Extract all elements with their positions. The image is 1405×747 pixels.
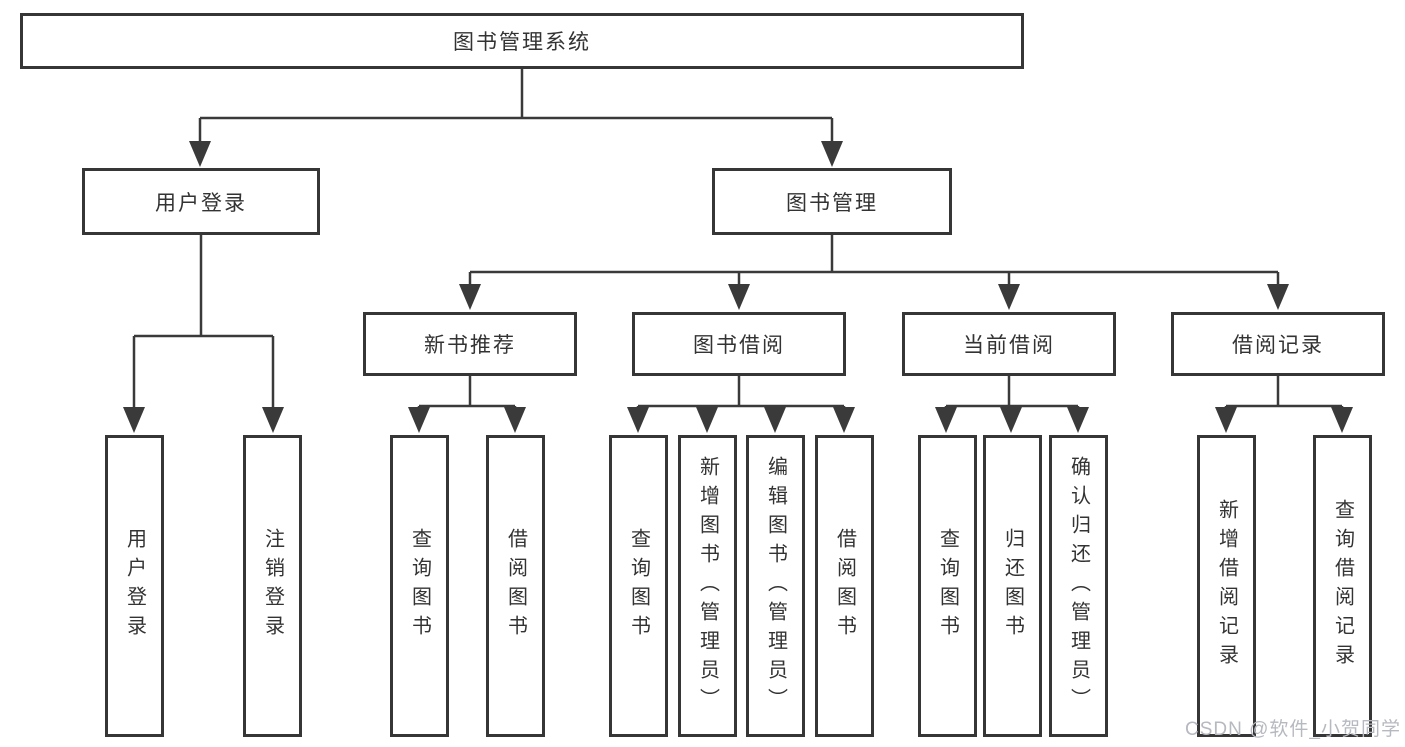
leaf-borrow-books: 借阅图书	[815, 435, 874, 737]
arrow-icon	[1215, 407, 1237, 433]
arrow-icon	[1067, 407, 1089, 433]
csdn-watermark: CSDN @软件_小贺同学	[1185, 719, 1401, 740]
leaf-edit-book-admin: 编辑图书（管理员）	[746, 435, 805, 737]
arrow-icon	[998, 284, 1020, 310]
leaf-return-books: 归还图书	[983, 435, 1042, 737]
arrow-icon	[821, 141, 843, 167]
node-book-borrowing: 图书借阅	[632, 312, 846, 376]
leaf-user-login: 用户登录	[105, 435, 164, 737]
arrow-icon	[504, 407, 526, 433]
arrow-icon	[935, 407, 957, 433]
arrow-icon	[123, 407, 145, 433]
arrow-icon	[627, 407, 649, 433]
leaf-query-books: 查询图书	[609, 435, 668, 737]
leaf-query-books: 查询图书	[390, 435, 449, 737]
arrow-icon	[408, 407, 430, 433]
leaf-query-borrow-record: 查询借阅记录	[1313, 435, 1372, 737]
arrow-icon	[833, 407, 855, 433]
arrow-icon	[1331, 407, 1353, 433]
node-new-book-recommend: 新书推荐	[363, 312, 577, 376]
node-user-login: 用户登录	[82, 168, 320, 235]
arrowheads	[123, 141, 1353, 433]
leaf-add-borrow-record: 新增借阅记录	[1197, 435, 1256, 737]
leaf-query-books: 查询图书	[918, 435, 977, 737]
arrow-icon	[1000, 407, 1022, 433]
node-current-borrowing: 当前借阅	[902, 312, 1116, 376]
arrow-icon	[262, 407, 284, 433]
arrow-icon	[696, 407, 718, 433]
leaf-logout: 注销登录	[243, 435, 302, 737]
node-root-system: 图书管理系统	[20, 13, 1024, 69]
node-book-management: 图书管理	[712, 168, 952, 235]
arrow-icon	[1267, 284, 1289, 310]
arrow-icon	[728, 284, 750, 310]
leaf-borrow-books: 借阅图书	[486, 435, 545, 737]
node-borrowing-records: 借阅记录	[1171, 312, 1385, 376]
leaf-add-book-admin: 新增图书（管理员）	[678, 435, 737, 737]
arrow-icon	[189, 141, 211, 167]
arrow-icon	[764, 407, 786, 433]
leaf-confirm-return-admin: 确认归还（管理员）	[1049, 435, 1108, 737]
arrow-icon	[459, 284, 481, 310]
